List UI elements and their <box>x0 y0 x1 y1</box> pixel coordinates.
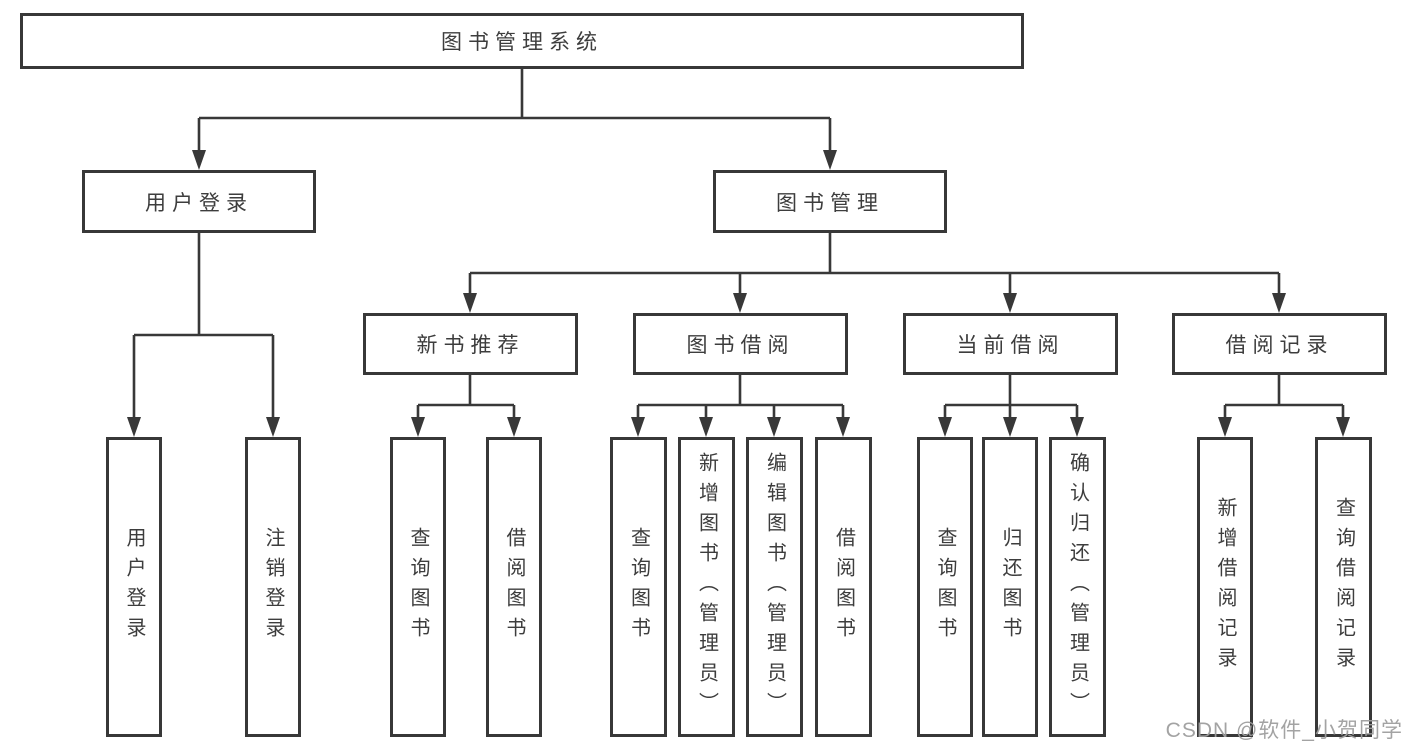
node-new-book-recommend: 新书推荐 <box>363 313 578 375</box>
leaf-recommend-borrow-book: 借阅图书 <box>486 437 542 737</box>
leaf-record-add: 新增借阅记录 <box>1197 437 1253 737</box>
leaf-borrow-add-book-admin: 新增图书（管理员） <box>678 437 735 737</box>
node-user-login: 用户登录 <box>82 170 316 233</box>
leaf-borrow-query-book: 查询图书 <box>610 437 667 737</box>
node-book-borrow: 图书借阅 <box>633 313 848 375</box>
leaf-borrow-borrow-book: 借阅图书 <box>815 437 872 737</box>
leaf-current-query-book: 查询图书 <box>917 437 973 737</box>
node-borrow-record: 借阅记录 <box>1172 313 1387 375</box>
leaf-record-query: 查询借阅记录 <box>1315 437 1372 737</box>
leaf-logout: 注销登录 <box>245 437 301 737</box>
leaf-current-return-book: 归还图书 <box>982 437 1038 737</box>
node-current-borrow: 当前借阅 <box>903 313 1118 375</box>
csdn-watermark: CSDN @软件_小贺同学 <box>1165 719 1403 742</box>
leaf-current-confirm-return-admin: 确认归还（管理员） <box>1049 437 1106 737</box>
leaf-recommend-query-book: 查询图书 <box>390 437 446 737</box>
node-root-system: 图书管理系统 <box>20 13 1024 69</box>
leaf-user-login: 用户登录 <box>106 437 162 737</box>
node-book-management: 图书管理 <box>713 170 947 233</box>
leaf-borrow-edit-book-admin: 编辑图书（管理员） <box>746 437 803 737</box>
